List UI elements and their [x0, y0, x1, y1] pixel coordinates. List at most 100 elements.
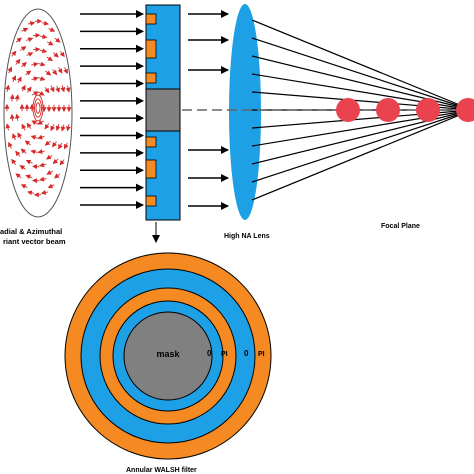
- converging-ray: [251, 37, 473, 111]
- focal-spots: [336, 98, 474, 122]
- field-arrow: [27, 21, 36, 26]
- field-arrow: [57, 67, 63, 74]
- field-arrow: [47, 183, 55, 189]
- filter-orange-zone: [145, 72, 157, 84]
- field-arrow: [15, 37, 22, 43]
- field-arrow: [39, 162, 47, 168]
- field-arrow: [33, 46, 41, 52]
- field-arrow: [38, 76, 46, 81]
- vector-beam-field: [3, 8, 73, 218]
- field-arrow: [51, 141, 58, 148]
- beam-label-line1: adial & Azimuthal: [0, 227, 62, 236]
- converging-ray: [251, 109, 473, 147]
- field-arrow: [32, 91, 39, 97]
- field-arrow: [5, 123, 11, 131]
- converging-ray: [251, 109, 473, 165]
- field-arrow: [31, 62, 39, 67]
- incoming-arrows: [80, 10, 144, 209]
- field-arrow: [50, 124, 56, 132]
- field-arrow: [20, 84, 26, 92]
- field-arrow: [46, 170, 54, 175]
- field-arrow: [52, 158, 59, 165]
- field-arrow: [25, 174, 33, 180]
- field-arrow: [20, 148, 27, 154]
- filter-orange-zone: [145, 159, 157, 179]
- field-arrow: [20, 184, 28, 189]
- field-arrow: [40, 34, 48, 40]
- field-arrow: [40, 190, 49, 195]
- field-arrow: [64, 142, 69, 150]
- filter-mask-center: [145, 88, 181, 132]
- field-arrow: [30, 135, 38, 140]
- field-arrow: [9, 93, 15, 102]
- field-arrow: [58, 142, 63, 150]
- field-arrow: [30, 149, 38, 155]
- field-core-loop: [34, 98, 42, 118]
- field-arrow: [21, 123, 27, 131]
- focal-spot: [376, 98, 400, 122]
- field-arrow: [32, 164, 40, 170]
- field-arrow: [27, 190, 35, 196]
- converging-ray: [251, 109, 473, 183]
- walsh-filter-cross-section: [145, 4, 181, 221]
- field-arrow: [11, 50, 17, 57]
- field-arrow: [44, 123, 50, 130]
- field-arrows: [4, 18, 72, 198]
- field-arrow: [26, 122, 32, 129]
- focal-plane-label: Focal Plane: [381, 223, 420, 230]
- field-arrow: [5, 84, 11, 92]
- field-arrow: [44, 87, 50, 94]
- field-arrow: [55, 123, 61, 132]
- field-arrow: [38, 61, 46, 67]
- zone-inner-phase: PI: [221, 351, 228, 358]
- zone-outer-phase: PI: [258, 351, 265, 358]
- focal-spot: [456, 98, 474, 122]
- field-arrow: [31, 76, 39, 82]
- field-arrow: [25, 70, 32, 76]
- field-arrow: [45, 154, 53, 160]
- mask-disk: [123, 311, 213, 401]
- field-arrow: [39, 176, 47, 182]
- zone-inner-value: 0: [207, 349, 212, 358]
- filter-orange-zone: [145, 13, 157, 25]
- field-arrow: [39, 48, 48, 54]
- filter-orange-zone: [145, 136, 157, 148]
- converging-ray: [251, 55, 473, 111]
- beam-label-line2: riant vector beam: [3, 237, 66, 246]
- field-arrow: [46, 56, 54, 62]
- lens-label: High NA Lens: [224, 233, 270, 240]
- field-arrow: [20, 46, 27, 52]
- field-arrow: [37, 134, 45, 140]
- field-arrow: [21, 27, 29, 33]
- field-arrow: [59, 51, 65, 58]
- field-arrow: [48, 27, 56, 32]
- field-arrow: [37, 119, 44, 125]
- field-arrow: [31, 120, 38, 126]
- high-na-lens: [229, 4, 261, 220]
- outgoing-arrows: [188, 10, 229, 210]
- field-arrow: [41, 20, 49, 26]
- field-arrow: [52, 69, 58, 76]
- converging-ray: [251, 19, 473, 111]
- converging-ray: [251, 73, 473, 111]
- field-arrow: [45, 70, 52, 76]
- field-arrow: [9, 113, 15, 122]
- field-arrow: [26, 86, 32, 93]
- field-arrow: [65, 124, 71, 132]
- filter-orange-zone: [145, 195, 157, 207]
- field-arrow: [15, 150, 21, 157]
- field-arrow: [38, 90, 45, 96]
- field-arrow: [11, 75, 17, 83]
- field-arrow: [37, 149, 45, 154]
- field-arrow: [15, 173, 22, 179]
- converging-ray: [251, 109, 473, 201]
- field-arrow: [15, 58, 21, 65]
- field-arrow: [53, 52, 59, 58]
- field-arrow: [11, 158, 17, 165]
- beam-outline: [3, 8, 73, 218]
- field-arrow: [25, 159, 33, 165]
- field-arrow: [12, 133, 17, 141]
- field-arrow: [46, 40, 54, 46]
- field-arrow: [60, 124, 66, 132]
